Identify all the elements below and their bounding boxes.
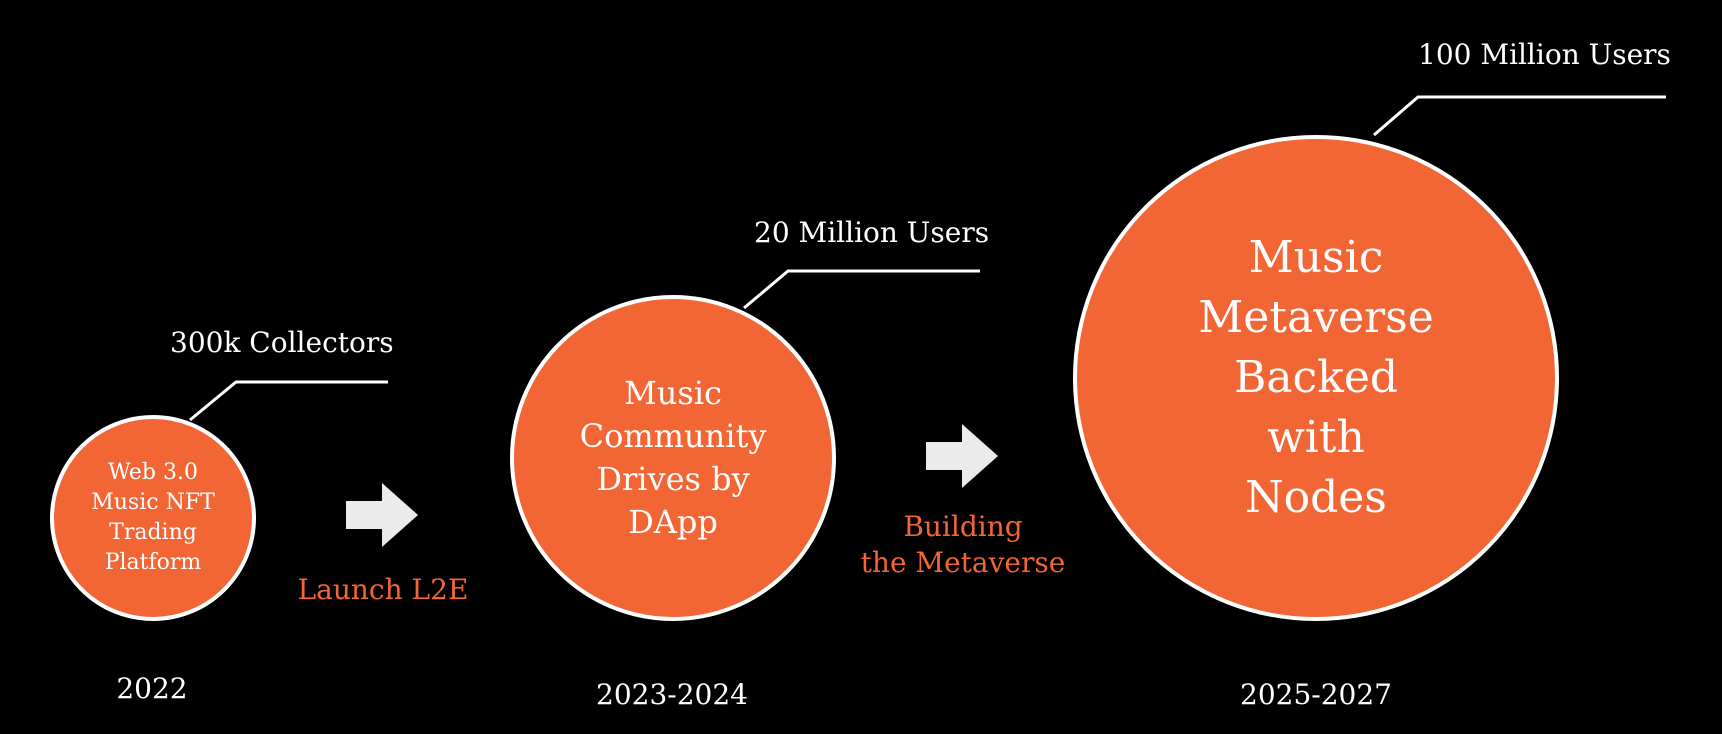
stage-2-circle: Music Community Drives by DApp (510, 295, 836, 621)
stage-3-circle: Music Metaverse Backed with Nodes (1073, 135, 1559, 621)
stage-3-circle-text: Music Metaverse Backed with Nodes (1198, 232, 1434, 523)
stage-2-circle-text: Music Community Drives by DApp (579, 374, 767, 541)
stage-3-metric: 100 Million Users (1418, 38, 1671, 71)
arrow-right-icon (346, 483, 418, 547)
stage-1-circle-text: Web 3.0 Music NFT Trading Platform (91, 460, 215, 575)
stage-1-metric: 300k Collectors (170, 326, 394, 359)
leader-line-stage-2 (743, 269, 980, 310)
transition-2-label: Building the Metaverse (860, 510, 1066, 579)
transition-1-label: Launch L2E (297, 573, 469, 606)
stage-2-year: 2023-2024 (596, 678, 748, 711)
stage-3-year: 2025-2027 (1240, 678, 1392, 711)
stage-2-metric: 20 Million Users (754, 216, 990, 249)
arrow-right-icon (926, 424, 998, 488)
stage-1-circle: Web 3.0 Music NFT Trading Platform (50, 415, 256, 621)
leader-line-stage-3 (1373, 95, 1666, 137)
stage-1-year: 2022 (116, 672, 188, 705)
leader-line-stage-1 (189, 380, 388, 422)
